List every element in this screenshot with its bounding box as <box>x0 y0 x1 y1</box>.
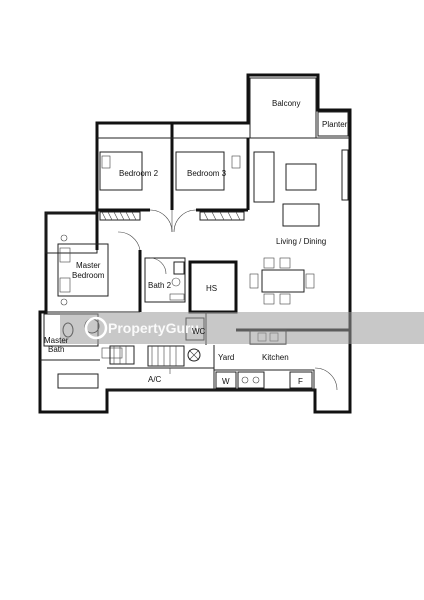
label-bath-2: Bath 2 <box>148 281 172 290</box>
label-washer: W <box>222 377 230 386</box>
label-kitchen: Kitchen <box>262 353 289 362</box>
label-fridge: F <box>298 377 303 386</box>
label-living-dining: Living / Dining <box>276 237 326 246</box>
label-bedroom-2: Bedroom 2 <box>119 169 159 178</box>
balcony-area <box>248 77 350 139</box>
label-master-bath-line1: Master <box>44 336 69 345</box>
label-master-bedroom-line1: Master <box>76 261 101 270</box>
label-wc: WC <box>192 327 206 336</box>
label-bedroom-3: Bedroom 3 <box>187 169 227 178</box>
bedroom-walls <box>97 123 250 233</box>
label-ac: A/C <box>148 375 162 384</box>
label-hs: HS <box>206 284 217 293</box>
label-yard: Yard <box>218 353 234 362</box>
watermark: PropertyGuru <box>60 312 424 344</box>
ac-ledge <box>107 367 214 391</box>
label-master-bedroom-line2: Bedroom <box>72 271 105 280</box>
label-master-bath-line2: Bath <box>48 345 64 354</box>
label-balcony: Balcony <box>272 99 300 108</box>
label-planter: Planter <box>322 120 348 129</box>
living-furniture <box>249 149 349 305</box>
watermark-text: PropertyGuru <box>108 320 199 336</box>
